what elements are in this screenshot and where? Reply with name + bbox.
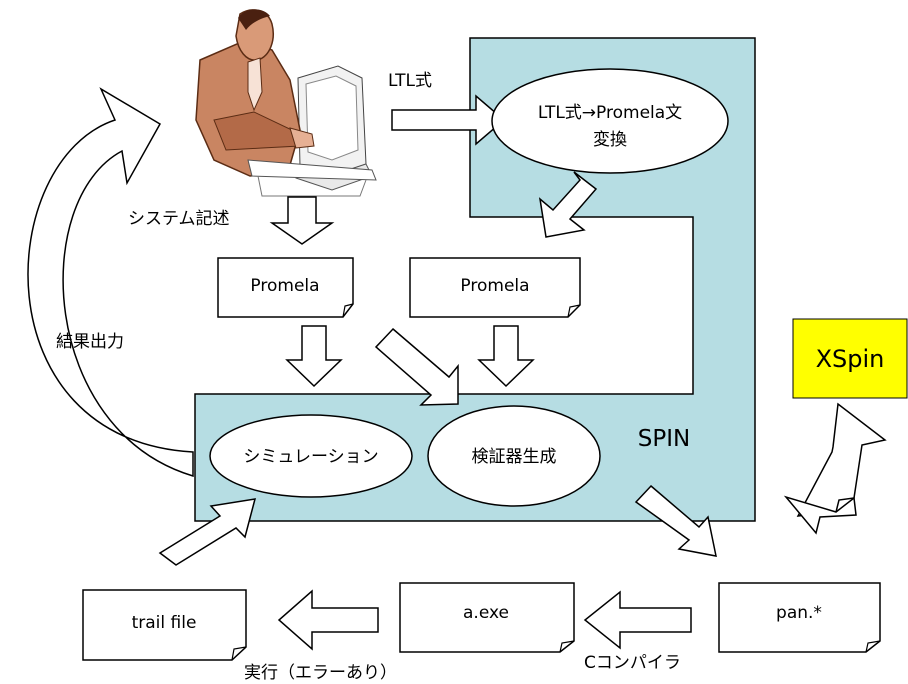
arrow-xspin-link-lower [783, 495, 857, 535]
arrow-promela1-to-simulation [285, 325, 343, 388]
promela-doc-2 [409, 257, 581, 318]
compiler-label: Cコンパイラ [584, 653, 681, 673]
xspin-label: XSpin [816, 345, 885, 373]
exec-label: 実行（エラーあり） [244, 663, 397, 683]
arrow-promela2-to-verifier [477, 325, 535, 388]
promela1-label: Promela [250, 276, 319, 296]
verifier-gen-label: 検証器生成 [472, 447, 557, 467]
arrow-aexe-to-trail [277, 589, 379, 651]
ltl-convert-line1: LTL式→Promela文 [538, 103, 682, 123]
arrow-result-output [27, 87, 194, 478]
arrow-pan-to-aexe [583, 590, 692, 650]
arrow-verifier-to-pan [634, 484, 717, 557]
arrow-ltl-input [391, 94, 506, 146]
ltl-convert-line2: 変換 [593, 130, 627, 150]
promela2-label: Promela [460, 276, 529, 296]
trail-file-label: trail file [132, 613, 197, 633]
arrow-xspin-link [796, 402, 887, 517]
simulation-label: シミュレーション [243, 447, 378, 467]
xspin-box [792, 318, 908, 399]
verifier-gen-ellipse [427, 405, 601, 507]
arrow-system-desc [269, 196, 335, 245]
aexe-label: a.exe [463, 603, 509, 623]
pan-doc [718, 582, 881, 653]
arrow-trail-to-simulation [158, 498, 257, 566]
ltl-convert-ellipse [491, 68, 729, 174]
simulation-ellipse [209, 414, 413, 498]
arrow-ltl-to-promela [538, 171, 598, 238]
arrow-promela1-to-verifier [374, 327, 459, 406]
spin-label: SPIN [638, 426, 690, 452]
pan-label: pan.* [776, 603, 822, 623]
ltl-input-label: LTL式 [388, 71, 432, 91]
person-at-computer-icon [195, 9, 377, 197]
aexe-doc [399, 582, 575, 653]
promela-doc-1 [217, 257, 354, 318]
result-output-label: 結果出力 [56, 332, 124, 352]
trail-file-doc [82, 589, 247, 661]
system-desc-label: システム記述 [128, 209, 230, 229]
